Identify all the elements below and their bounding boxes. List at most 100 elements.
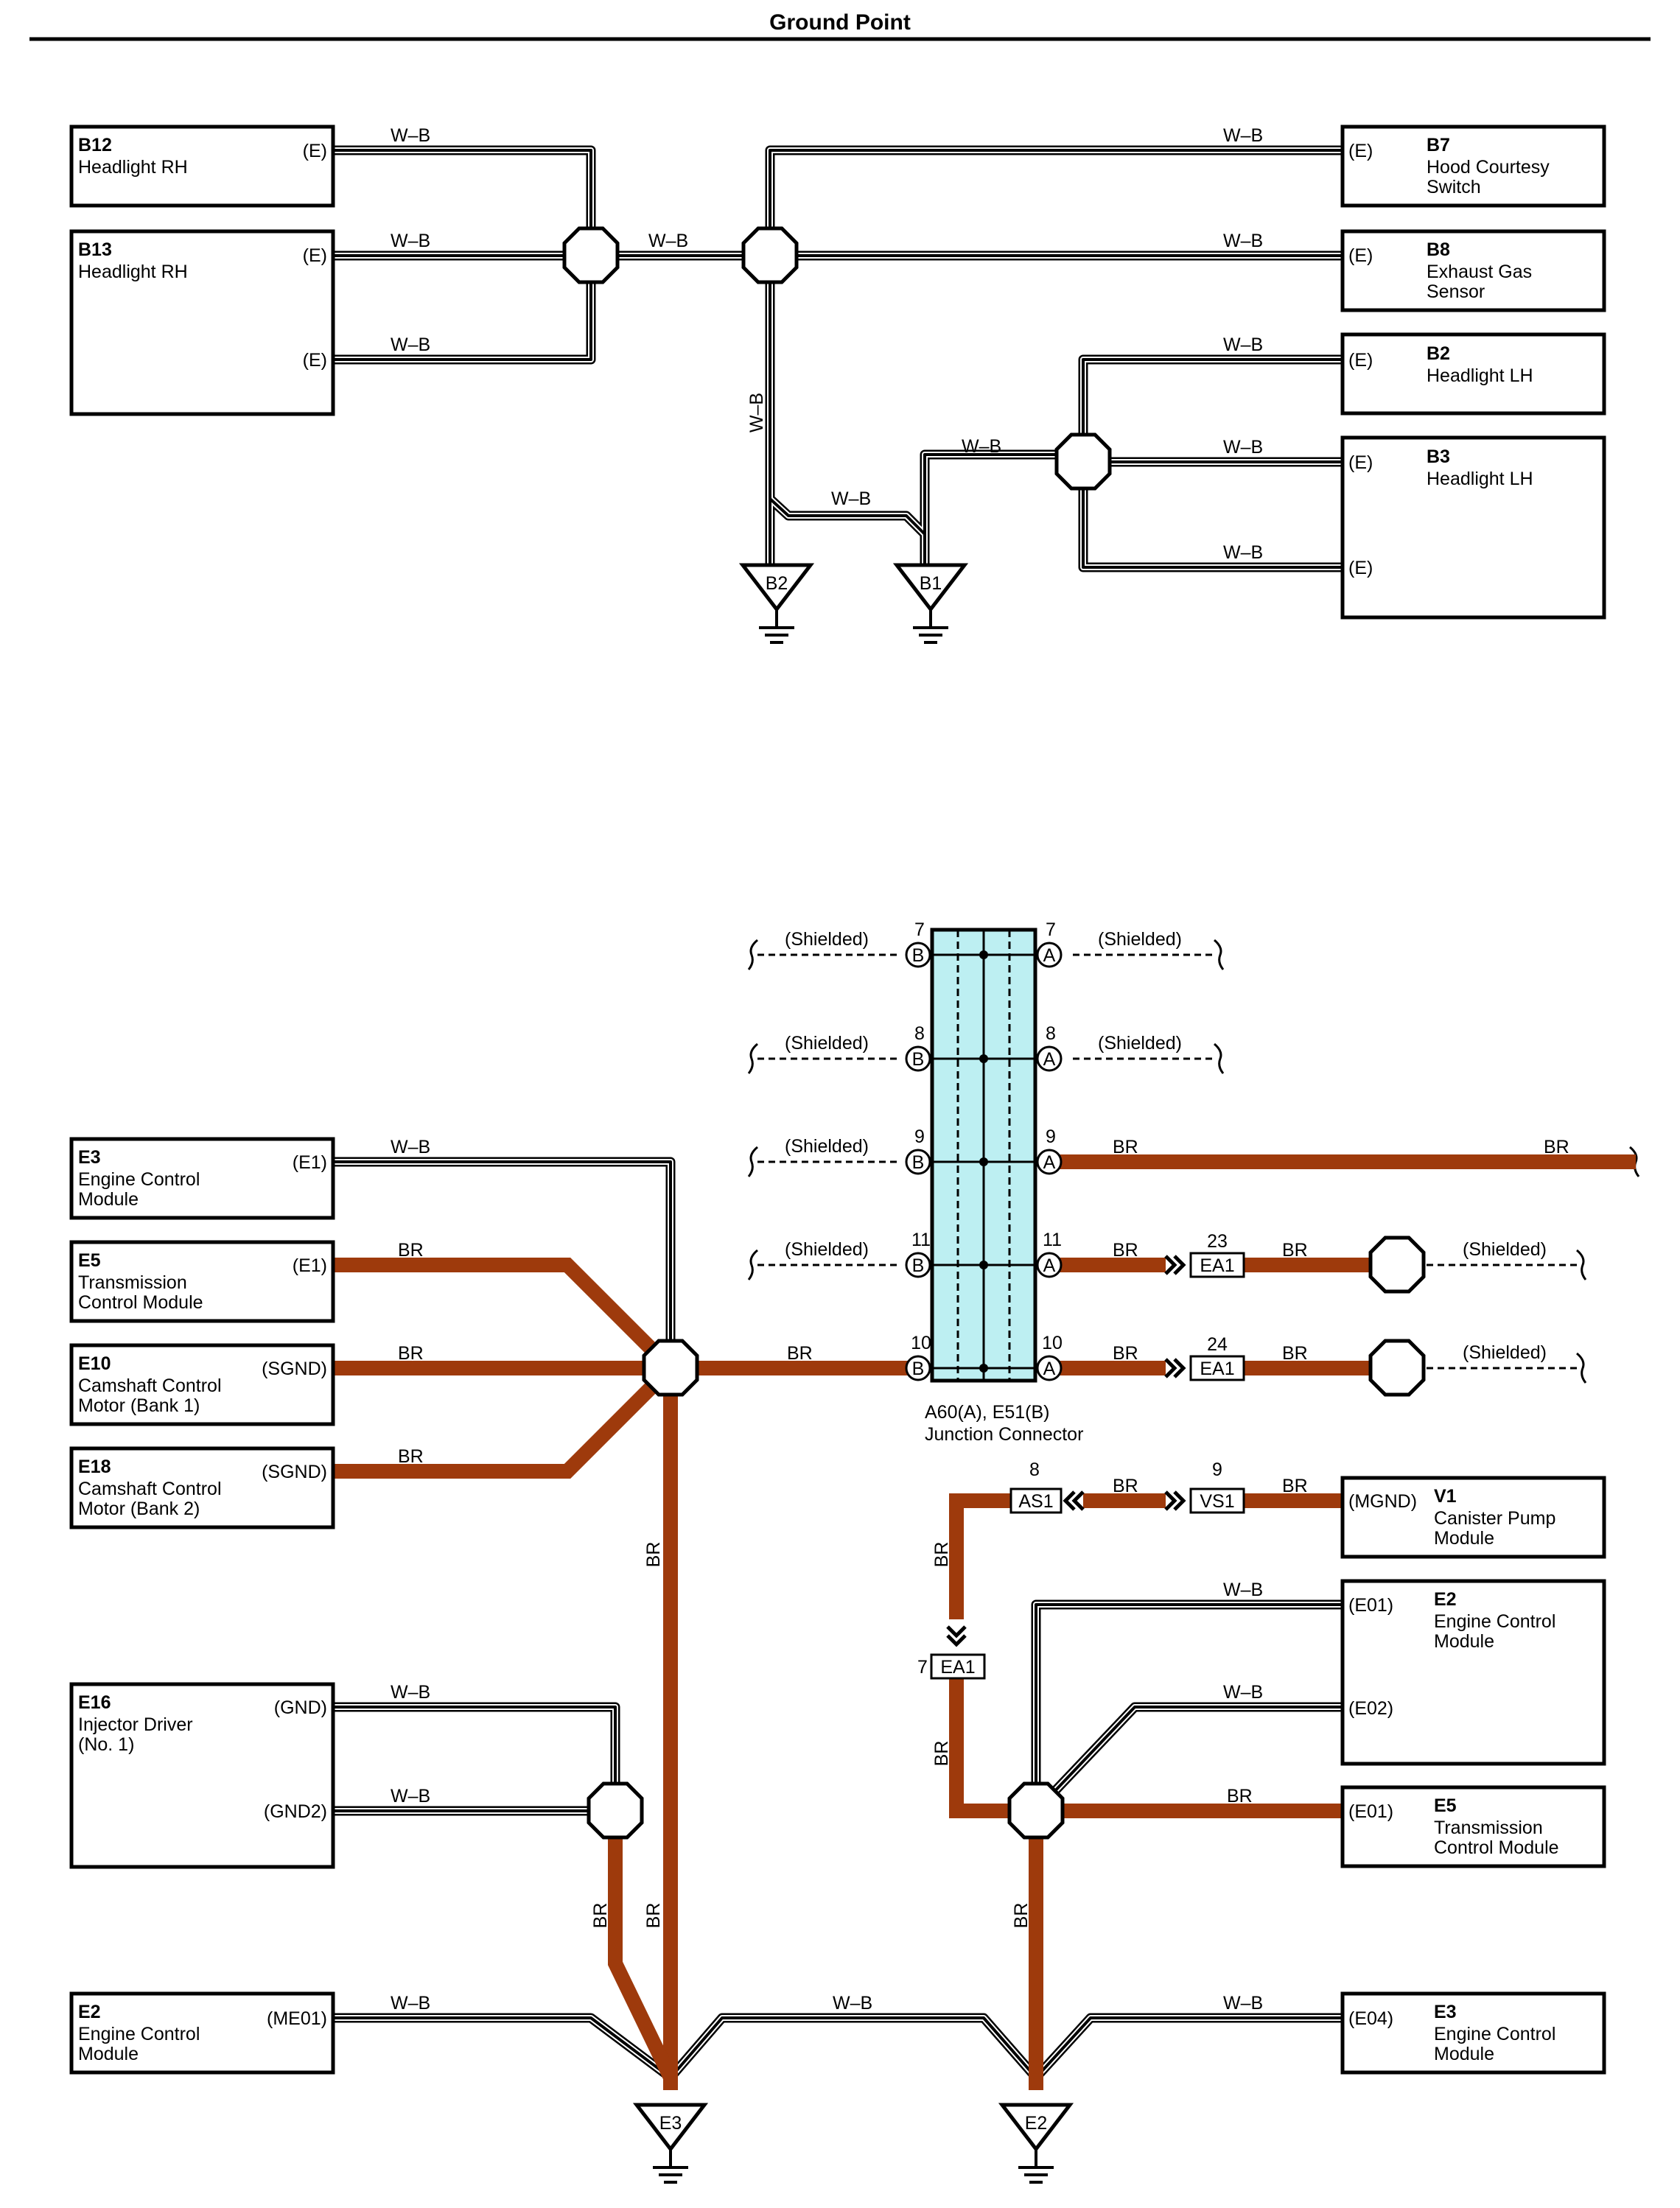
wire-label: W–B bbox=[391, 1993, 430, 2014]
wire-label: W–B bbox=[746, 393, 767, 432]
svg-text:Injector Driver: Injector Driver bbox=[78, 1714, 193, 1735]
svg-text:Module: Module bbox=[1434, 1528, 1494, 1549]
wire-label: W–B bbox=[391, 125, 430, 146]
svg-text:7: 7 bbox=[1046, 919, 1056, 940]
svg-text:(E): (E) bbox=[303, 350, 327, 371]
svg-text:E16: E16 bbox=[78, 1692, 111, 1713]
wire-label: W–B bbox=[391, 1137, 430, 1157]
bottom-splices bbox=[587, 1236, 1426, 1840]
component-e2-ecm-left: E2 Engine Control Module (ME01) bbox=[69, 1991, 335, 2075]
wire-label: W–B bbox=[391, 231, 430, 251]
wire-label: W–B bbox=[648, 231, 688, 251]
shielded-lines bbox=[747, 939, 1640, 1384]
svg-text:11: 11 bbox=[911, 1230, 931, 1250]
svg-text:(E01): (E01) bbox=[1348, 1801, 1393, 1822]
svg-text:B: B bbox=[912, 945, 925, 966]
ground-b1: B1 bbox=[892, 563, 969, 644]
svg-text:Engine Control: Engine Control bbox=[1434, 1611, 1555, 1632]
svg-text:E2: E2 bbox=[1434, 1589, 1457, 1610]
svg-text:(No. 1): (No. 1) bbox=[78, 1734, 134, 1755]
ground-e2: E2 bbox=[998, 2103, 1074, 2184]
bottom-wire-labels: W–B BR BR BR BR BR W–B W–B BR BR W–B W–B… bbox=[391, 929, 1569, 2014]
svg-text:B2: B2 bbox=[1427, 343, 1450, 364]
ground-e3: E3 bbox=[632, 2103, 709, 2184]
component-e2-ecm-right: (E01) E2 Engine Control Module (E02) bbox=[1340, 1579, 1606, 1766]
svg-text:(E): (E) bbox=[1348, 141, 1373, 161]
svg-text:EA1: EA1 bbox=[1200, 1255, 1234, 1276]
svg-text:Camshaft Control: Camshaft Control bbox=[78, 1375, 222, 1396]
wire-label: BR bbox=[1282, 1476, 1308, 1496]
shielded-label: (Shielded) bbox=[785, 1033, 869, 1054]
svg-text:E18: E18 bbox=[78, 1457, 111, 1477]
page-title: Ground Point bbox=[769, 10, 911, 35]
svg-text:(E): (E) bbox=[1348, 558, 1373, 578]
svg-text:(E): (E) bbox=[1348, 245, 1373, 266]
top-splices bbox=[562, 226, 1112, 491]
inline-connector-as1: AS1 8 bbox=[1009, 1459, 1085, 1514]
wire-label: BR bbox=[1011, 1903, 1032, 1929]
component-e3-ecm-right: (E04) E3 Engine Control Module bbox=[1340, 1991, 1606, 2075]
svg-text:23: 23 bbox=[1207, 1231, 1228, 1252]
junction-subtitle: Junction Connector bbox=[925, 1424, 1083, 1445]
svg-text:Switch: Switch bbox=[1427, 177, 1481, 197]
svg-text:E2: E2 bbox=[78, 2002, 101, 2022]
svg-text:E5: E5 bbox=[78, 1250, 101, 1271]
svg-text:B7: B7 bbox=[1427, 135, 1450, 155]
svg-text:9: 9 bbox=[1212, 1459, 1222, 1480]
wire-label: BR bbox=[1113, 1137, 1138, 1157]
wire-label: BR bbox=[1227, 1786, 1253, 1806]
splice-point bbox=[741, 226, 799, 284]
splice-point bbox=[1007, 1781, 1065, 1840]
svg-text:B12: B12 bbox=[78, 135, 112, 155]
wire-label: W–B bbox=[1223, 542, 1263, 563]
wire-label: BR bbox=[398, 1240, 424, 1261]
wire-label: BR bbox=[590, 1903, 611, 1929]
shielded-label: (Shielded) bbox=[1098, 929, 1182, 950]
inline-connector-vs1: VS1 9 bbox=[1164, 1459, 1245, 1514]
junction-terminals: B A 7 7 B A 8 8 B A 9 9 B A 11 11 B A 10… bbox=[905, 919, 1063, 1381]
shielded-label: (Shielded) bbox=[785, 1239, 869, 1260]
bottom-wb-wires bbox=[333, 1157, 1343, 2082]
component-e16: E16 Injector Driver (No. 1) (GND) (GND2) bbox=[69, 1682, 335, 1869]
svg-text:B8: B8 bbox=[1427, 239, 1450, 260]
svg-text:Module: Module bbox=[78, 1189, 139, 1210]
svg-text:(E): (E) bbox=[1348, 350, 1373, 371]
component-b7: (E) B7 Hood Courtesy Switch bbox=[1340, 125, 1606, 208]
svg-text:E5: E5 bbox=[1434, 1795, 1457, 1816]
splice-point bbox=[1368, 1339, 1426, 1397]
wire-label: BR bbox=[931, 1542, 952, 1568]
component-e18: E18 Camshaft Control Motor (Bank 2) (SGN… bbox=[69, 1446, 335, 1529]
svg-text:VS1: VS1 bbox=[1200, 1491, 1234, 1512]
svg-text:Engine Control: Engine Control bbox=[78, 2024, 200, 2044]
svg-text:EA1: EA1 bbox=[1200, 1359, 1234, 1379]
component-b8: (E) B8 Exhaust Gas Sensor bbox=[1340, 229, 1606, 312]
svg-text:E2: E2 bbox=[1025, 2113, 1048, 2134]
wire-label: W–B bbox=[1223, 125, 1263, 146]
wire-label: W–B bbox=[1223, 1993, 1263, 2014]
svg-text:Headlight RH: Headlight RH bbox=[78, 157, 188, 178]
wire-label: BR bbox=[1282, 1240, 1308, 1261]
svg-text:A: A bbox=[1043, 1255, 1056, 1276]
wire-label: W–B bbox=[1223, 1580, 1263, 1600]
component-e10: E10 Camshaft Control Motor (Bank 1) (SGN… bbox=[69, 1343, 335, 1426]
splice-point bbox=[1368, 1236, 1426, 1294]
svg-text:Motor (Bank 1): Motor (Bank 1) bbox=[78, 1395, 200, 1416]
wire-label: BR bbox=[1282, 1343, 1308, 1364]
wire-label: BR bbox=[787, 1343, 813, 1364]
svg-text:A: A bbox=[1043, 1152, 1056, 1173]
svg-text:Exhaust Gas: Exhaust Gas bbox=[1427, 262, 1532, 282]
svg-text:(GND): (GND) bbox=[274, 1697, 327, 1718]
wire-label: W–B bbox=[391, 1682, 430, 1703]
wire-label: W–B bbox=[1223, 437, 1263, 458]
wire-label: BR bbox=[931, 1741, 952, 1767]
svg-text:Module: Module bbox=[78, 2044, 139, 2064]
svg-text:A: A bbox=[1043, 1049, 1056, 1070]
svg-text:7: 7 bbox=[914, 919, 925, 940]
svg-text:(E1): (E1) bbox=[293, 1152, 327, 1173]
component-e5-tcm-right: (E01) E5 Transmission Control Module bbox=[1340, 1785, 1606, 1868]
svg-text:B: B bbox=[912, 1152, 925, 1173]
svg-text:Control Module: Control Module bbox=[1434, 1837, 1559, 1858]
wire-label: W–B bbox=[962, 436, 1001, 457]
top-wire-labels: W–B W–B W–B W–B W–B W–B W–B W–B W–B W–B … bbox=[391, 125, 1263, 563]
